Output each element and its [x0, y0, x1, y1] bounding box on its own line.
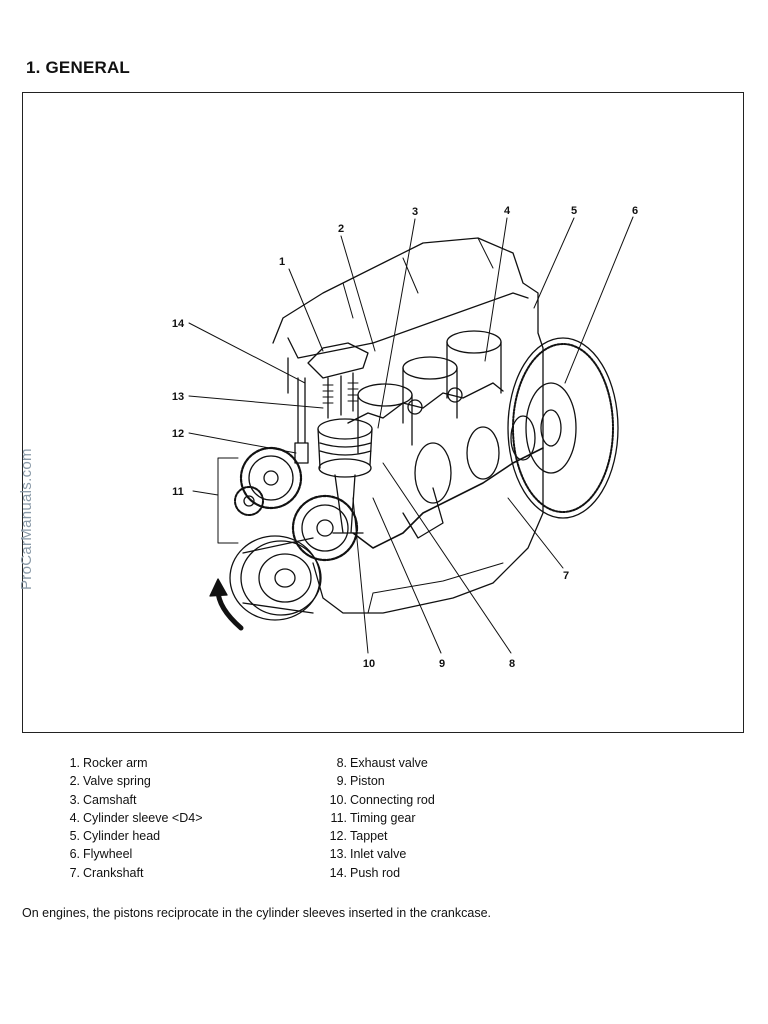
legend-item: 4.Cylinder sleeve <D4> — [69, 810, 203, 825]
legend-item: 10.Connecting rod — [329, 792, 435, 807]
callout-14: 14 — [172, 318, 185, 330]
legend-item: 12.Tappet — [329, 829, 388, 844]
callout-13: 13 — [172, 391, 184, 403]
camshaft — [347, 382, 504, 424]
legend-item: 3.Camshaft — [69, 792, 137, 807]
crankshaft — [352, 415, 544, 549]
callout-9: 9 — [439, 658, 445, 670]
legend-item: 2.Valve spring — [69, 774, 151, 789]
cylinder-sleeves — [357, 330, 502, 454]
callout-5: 5 — [571, 205, 577, 217]
valve-train — [287, 342, 369, 464]
callout-11: 11 — [172, 486, 184, 498]
engine-figure: 1 2 3 4 5 6 7 8 9 10 11 12 13 14 — [22, 92, 744, 733]
legend-item: 1.Rocker arm — [69, 756, 148, 770]
legend-item: 7.Crankshaft — [69, 865, 144, 880]
legend-left: 1.Rocker arm 2.Valve spring 3.Camshaft 4… — [62, 754, 203, 882]
cylinder-head-outline — [287, 292, 529, 359]
callout-3: 3 — [412, 206, 418, 218]
watermark: ProCarManuals.com — [18, 448, 35, 590]
callout-2: 2 — [338, 223, 344, 235]
page-heading: 1. GENERAL — [26, 58, 131, 77]
callout-4: 4 — [504, 205, 511, 217]
legend-item: 14.Push rod — [329, 865, 401, 880]
callout-7: 7 — [563, 570, 569, 582]
body-paragraph: On engines, the pistons reciprocate in t… — [22, 906, 492, 920]
legend-item: 9.Piston — [336, 774, 385, 789]
piston — [317, 418, 373, 478]
legend-item: 11.Timing gear — [330, 810, 416, 825]
legend-item: 5.Cylinder head — [69, 829, 161, 844]
engine-cutaway-illustration: 1 2 3 4 5 6 7 8 9 10 11 12 13 14 — [172, 205, 638, 670]
callout-1: 1 — [279, 256, 285, 268]
callout-10: 10 — [363, 658, 375, 670]
flywheel — [507, 337, 619, 519]
legend-item: 8.Exhaust valve — [336, 756, 428, 770]
legend-item: 13.Inlet valve — [329, 847, 407, 862]
callout-8: 8 — [509, 658, 515, 670]
crankcase-outline — [272, 237, 544, 614]
legend-item: 6.Flywheel — [69, 847, 133, 862]
crank-pulley — [229, 535, 322, 621]
callout-12: 12 — [172, 428, 184, 440]
callout-6: 6 — [632, 205, 638, 217]
legend-right: 8.Exhaust valve 9.Piston 10.Connecting r… — [322, 754, 435, 882]
